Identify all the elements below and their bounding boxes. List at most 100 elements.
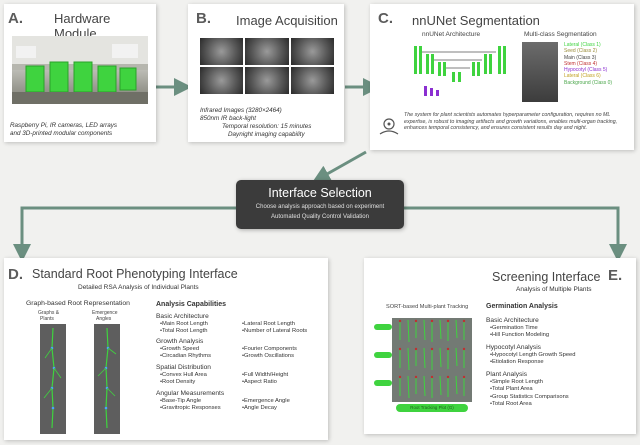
panel-e-title: Screening Interface	[492, 270, 601, 284]
ir-image-grid	[200, 38, 334, 94]
d-section-title: Growth Analysis	[156, 338, 204, 346]
ir-image	[200, 67, 244, 94]
root-graph-image-2	[94, 324, 120, 434]
metric-item: Fourier Components	[242, 346, 322, 353]
ir-image	[200, 38, 244, 65]
panel-b-line-2: 850nm IR back-light	[200, 115, 256, 122]
d-section-list: Growth Speed Fourier Components Circadia…	[156, 346, 322, 360]
arrow-interface-to-d	[13, 206, 236, 262]
panel-a-caption-1: Raspberry Pi, IR cameras, LED arrays	[10, 122, 118, 129]
metric-item: Total Plant Area	[490, 386, 632, 393]
tracking-label: SORT-based Multi-plant Tracking	[386, 304, 469, 310]
interface-title: Interface Selection	[268, 186, 372, 200]
img1-label-1: Graphs &	[38, 310, 60, 316]
class-label: Main (Class 3)	[564, 54, 597, 61]
panel-nnunet-segmentation: C. nnUNet Segmentation nnUNet Architectu…	[370, 4, 634, 150]
arrow-c-to-interface	[312, 150, 367, 183]
panel-c-letter: C.	[378, 10, 393, 27]
root-tracking-tag-label: Root Tracking Plot (G)	[410, 405, 454, 410]
e-section-list: Simple Root Length Total Plant Area Grou…	[486, 379, 632, 407]
hardware-illustration	[12, 36, 148, 104]
panel-d-letter: D.	[8, 266, 23, 283]
panel-a-letter: A.	[8, 10, 23, 27]
d-section-title: Basic Architecture	[156, 312, 209, 320]
tracking-image	[392, 318, 472, 402]
metric-item: Number of Lateral Roots	[242, 328, 322, 335]
panel-d-title: Standard Root Phenotyping Interface	[32, 267, 238, 281]
panel-e-letter: E.	[608, 267, 623, 284]
panel-screening-interface: Screening Interface E. Analysis of Multi…	[364, 258, 636, 434]
e-section-list: Germination Time Hill Function Modeling	[486, 325, 632, 339]
panel-a-caption-2: and 3D-printed modular components	[10, 130, 113, 137]
e-section-list: Hypocotyl Length Growth Speed Etiolation…	[486, 352, 632, 366]
root-tracking-tag: Root Tracking Plot (G)	[396, 404, 468, 412]
class-label: Stem (Class 4)	[564, 60, 598, 67]
unet-diagram	[414, 46, 506, 96]
panel-standard-root-phenotyping: D. Standard Root Phenotyping Interface D…	[4, 258, 328, 440]
interface-line-2: Automated Quality Control Validation	[271, 214, 369, 220]
panel-hardware-module: A. Hardware Module Raspberry Pi, IR came…	[4, 4, 156, 142]
analysis-capabilities: Analysis Capabilities Basic Architecture…	[156, 300, 322, 412]
metric-item: Root Density	[160, 379, 240, 386]
d-section-title: Angular Measurements	[156, 389, 225, 397]
panel-e-subtitle: Analysis of Multiple Plants	[516, 286, 592, 293]
e-section-title: Hypocotyl Analysis	[486, 344, 541, 352]
metric-item: Full Width/Height	[242, 372, 322, 379]
panel-c-title: nnUNet Segmentation	[412, 13, 540, 28]
d-section-list: Main Root Length Lateral Root Length Tot…	[156, 321, 322, 335]
metric-item: Hypocotyl Length Growth Speed	[490, 352, 632, 359]
root-graph-image-1	[40, 324, 66, 434]
panel-b-line-4: Daynight imaging capability	[228, 131, 305, 138]
class-legend: Lateral (Class 1) Seed (Class 2) Main (C…	[564, 42, 612, 86]
ir-image	[245, 67, 289, 94]
e-section-title: Basic Architecture	[486, 317, 539, 324]
metric-item: Emergence Angle	[242, 398, 322, 405]
segmentation-image	[522, 42, 558, 102]
interface-line-1: Choose analysis approach based on experi…	[255, 204, 385, 210]
metric-item: Aspect Ratio	[242, 379, 322, 386]
img2-label-2: Angles	[96, 316, 112, 322]
germination-title: Germination Analysis	[486, 303, 558, 310]
ir-image	[245, 38, 289, 65]
d-section-list: Convex Hull Area Full Width/Height Root …	[156, 372, 322, 386]
metric-item: Total Root Area	[490, 401, 632, 408]
class-label: Hypocotyl (Class 5)	[564, 67, 608, 74]
class-label: Lateral (Class 6)	[564, 73, 601, 80]
panel-b-line-1: Infrared Images (3280×2464)	[200, 107, 282, 114]
d-section-title: Spatial Distribution	[156, 363, 211, 371]
metric-item: Etiolation Response	[490, 359, 632, 366]
class-label: Seed (Class 2)	[564, 48, 598, 55]
metric-item: Total Root Length	[160, 328, 240, 335]
ai-hand-icon	[379, 118, 399, 135]
interface-selection-box: Interface Selection Choose analysis appr…	[236, 180, 404, 229]
metric-item: Simple Root Length	[490, 379, 632, 386]
metric-item: Growth Speed	[160, 346, 240, 353]
panel-b-line-3: Temporal resolution: 15 minutes	[222, 123, 312, 130]
ir-image	[290, 38, 334, 65]
img1-label-2: Plants	[40, 316, 54, 322]
row-markers	[374, 324, 392, 386]
metric-item: Main Root Length	[160, 321, 240, 328]
metric-item: Growth Oscillations	[242, 353, 322, 360]
class-label: Background (Class 0)	[564, 79, 613, 86]
panel-b-letter: B.	[196, 10, 211, 27]
arch-label: nnUNet Architecture	[422, 31, 481, 38]
panel-c-description: The system for plant scientists automate…	[404, 112, 618, 132]
metric-item: Gravitropic Responses	[160, 405, 240, 412]
metric-item: Angle Decay	[242, 405, 322, 412]
metric-item: Group Statistics Comparisons	[490, 394, 632, 401]
metric-item: Hill Function Modeling	[490, 332, 632, 339]
panel-b-title: Image Acquisition	[236, 13, 338, 28]
img2-label-1: Emergence	[92, 310, 118, 316]
ir-image	[290, 67, 334, 94]
class-label: Lateral (Class 1)	[564, 42, 601, 48]
metric-item: Convex Hull Area	[160, 372, 240, 379]
panel-d-subtitle: Detailed RSA Analysis of Individual Plan…	[78, 284, 199, 291]
germination-analysis: Germination Analysis Basic Architecture …	[486, 302, 632, 408]
hardware-photo	[12, 36, 148, 104]
metric-item: Lateral Root Length	[242, 321, 322, 328]
metric-item: Circadian Rhythms	[160, 353, 240, 360]
arrow-interface-to-e	[404, 206, 627, 262]
metric-item: Germination Time	[490, 325, 632, 332]
